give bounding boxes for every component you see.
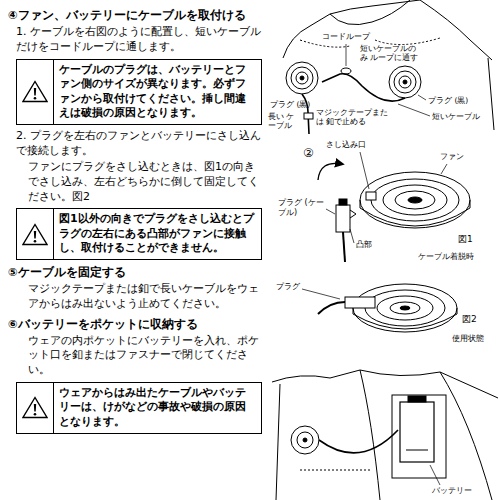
- instruction-text: 1. ケーブルを右図のように配置し、短いケーブルだけをコードループに通します。: [8, 25, 262, 54]
- instruction-text: ファンにプラグをさし込むときは、図1の向きでさし込み、左右どちらかに倒して固定し…: [8, 160, 262, 204]
- step-heading: ④ファン、バッテリーにケーブルを取付ける: [8, 8, 262, 23]
- cable-wire: [302, 68, 405, 134]
- instruction-text: ウェアの内ポケットにバッテリーを入れ、ポケット口を釦またはファスナーで閉じてくだ…: [8, 334, 262, 378]
- instruction-text: マジックテープまたは釦で長いケーブルをウェアからはみ出ないよう止めてください。: [8, 282, 262, 311]
- figure-number: 図1: [458, 234, 473, 245]
- part-label: コードループ: [322, 32, 370, 41]
- warning-text: ウェアからはみ出たケーブルやバッテリーは、けがなどの事故や破損の原因となります。: [54, 383, 261, 433]
- part-label: さし込み口: [326, 140, 366, 150]
- instruction-text: 2. プラグを左右のファンとバッテリーにさし込んで接続します。: [8, 129, 262, 158]
- fan-symbol: [286, 62, 421, 98]
- part-label: プラグ: [276, 282, 300, 292]
- instruction-column: ④ファン、バッテリーにケーブルを取付ける 1. ケーブルを右図のように配置し、短い…: [8, 3, 262, 438]
- part-label: 短いケーブル: [432, 112, 480, 121]
- fan-figure-1: [360, 172, 470, 228]
- warning-box: ケーブルのプラグは、バッテリーとファン側のサイズが異なります。必ずファンから取付…: [16, 59, 262, 126]
- leader-line: [326, 152, 447, 243]
- leader-line: [346, 44, 430, 116]
- part-label: プラグ (黒): [270, 100, 310, 109]
- part-label: 長い ケーブル: [268, 112, 300, 131]
- warning-symbol: [22, 396, 48, 419]
- step-heading: ⑥バッテリーをポケットに収納する: [8, 317, 262, 332]
- warning-text: 図1以外の向きでプラグをさし込むとプラグの左右にある凸部がファンに接触し、取付け…: [54, 209, 261, 259]
- warning-symbol: [22, 223, 48, 246]
- plug-symbol: [336, 199, 356, 262]
- warning-icon-cell: [17, 60, 54, 125]
- callout-number: ②: [303, 146, 314, 161]
- rotation-arrow: [318, 163, 342, 180]
- warning-icon-cell: [17, 209, 54, 259]
- part-label: 凸部: [356, 240, 372, 250]
- figure-caption: ケーブル着脱時: [418, 252, 474, 262]
- part-label: ファン: [440, 152, 464, 162]
- jacket-inside-illustration: [272, 370, 498, 500]
- warning-symbol: [22, 80, 48, 103]
- step-heading: ⑤ケーブルを固定する: [8, 265, 262, 280]
- part-label: プラグ (黒): [428, 96, 468, 105]
- leader-line: [302, 289, 340, 299]
- figure-caption: 使用状態: [452, 334, 484, 344]
- note-label: 短いケーブルのみ ループに通す: [360, 44, 422, 63]
- note-label: マジックテープまたは 釦で止める: [316, 108, 394, 127]
- part-label: プラグ (ケーブル): [278, 198, 324, 218]
- warning-text: ケーブルのプラグは、バッテリーとファン側のサイズが異なります。必ずファンから取付…: [54, 60, 261, 125]
- leader-line: [430, 465, 440, 485]
- part-label: バッテリー: [432, 486, 472, 496]
- figure-number: 図2: [462, 314, 477, 325]
- warning-icon-cell: [17, 383, 54, 433]
- plug-symbol: [318, 297, 375, 314]
- warning-box: 図1以外の向きでプラグをさし込むとプラグの左右にある凸部がファンに接触し、取付け…: [16, 208, 262, 260]
- jacket-back-illustration: [283, 0, 494, 130]
- warning-box: ウェアからはみ出たケーブルやバッテリーは、けがなどの事故や破損の原因となります。: [16, 382, 262, 434]
